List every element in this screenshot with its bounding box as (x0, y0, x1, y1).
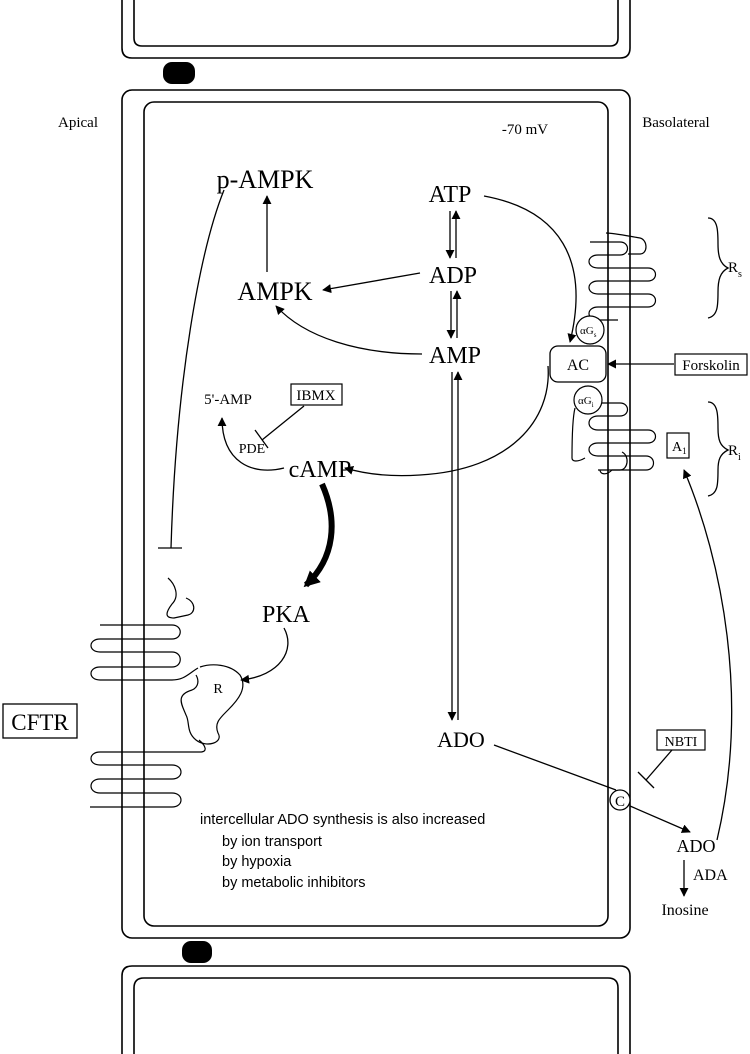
ibmx-label-box: IBMX (290, 383, 343, 406)
tight-junction-bottom (182, 941, 212, 963)
a1-label-box: A1 (666, 432, 690, 459)
camp-to-pka-arrow (303, 482, 335, 588)
pde-label: PDE (239, 442, 265, 457)
basolateral-label: Basolateral (642, 115, 709, 131)
ada-label: ADA (693, 867, 728, 884)
p-ampk-inhibits-cftr (170, 189, 225, 549)
nbti-inhibits-transporter (645, 749, 673, 781)
gs-alpha-subunit: αGs (575, 315, 605, 345)
rs-receptor (588, 232, 657, 321)
upper-neighbor-cell (121, 0, 631, 59)
transporter-label: C (615, 794, 625, 810)
five-amp-label: 5'-AMP (204, 392, 252, 408)
cftr-channel: R (90, 577, 244, 808)
ado-to-transporter-line (493, 744, 617, 791)
transporter-to-ado-arrow (629, 805, 691, 833)
svg-text:αGi: αGi (578, 395, 594, 409)
lower-neighbor-cell (121, 965, 631, 1054)
cftr-label-box: CFTR (2, 703, 78, 739)
ibmx-label: IBMX (296, 388, 335, 404)
ado-to-a1-arrow (683, 469, 733, 841)
membrane-potential-label: -70 mV (502, 122, 548, 138)
note-line-2: by ion transport (222, 834, 322, 850)
atp-to-ac-arrow (483, 195, 577, 343)
svg-text:αGs: αGs (580, 325, 597, 339)
amp-label: AMP (429, 343, 481, 369)
nbti-label-box: NBTI (656, 729, 706, 751)
adenylyl-cyclase: AC (549, 345, 607, 383)
note-line-3: by hypoxia (222, 854, 292, 870)
nbti-inhibition-bar (637, 771, 655, 789)
forskolin-label-box: Forskolin (674, 353, 748, 376)
ado-outside-label: ADO (677, 836, 716, 856)
ri-bracket (707, 401, 730, 497)
epithelial-cell (121, 89, 631, 939)
cftr-label: CFTR (11, 710, 69, 735)
ri-label: Ri (728, 443, 741, 463)
tight-junction-top (163, 62, 195, 84)
ibmx-inhibition-bar (254, 429, 269, 449)
rs-bracket (707, 217, 730, 319)
svg-text:A1: A1 (672, 440, 687, 456)
ac-label: AC (567, 357, 589, 374)
camp-to-5-amp-arrow (217, 417, 285, 471)
ac-to-camp-arrow (344, 365, 549, 477)
amp-to-ampk-arrow (275, 305, 423, 355)
pka-label: PKA (262, 602, 311, 628)
camp-label: cAMP (289, 457, 352, 483)
note-line-4: by metabolic inhibitors (222, 875, 365, 891)
apical-label: Apical (58, 115, 98, 131)
r-domain-label: R (213, 682, 223, 697)
adenosine-synthesis-note: intercellular ADO synthesis is also incr… (200, 812, 485, 891)
ampk-label: AMPK (237, 277, 312, 306)
pka-to-r-domain-arrow (240, 627, 289, 684)
forskolin-label: Forskolin (682, 358, 740, 374)
gi-alpha-subunit: αGi (573, 385, 603, 415)
note-line-1: intercellular ADO synthesis is also incr… (200, 812, 485, 828)
p-ampk-label: p-AMPK (217, 165, 314, 194)
adp-to-ampk-arrow (322, 272, 421, 294)
adp-label: ADP (429, 263, 477, 289)
ri-receptor (571, 402, 657, 475)
ado-inside-label: ADO (437, 727, 485, 752)
ibmx-inhibits-pde (261, 405, 305, 441)
rs-label: Rs (728, 260, 742, 280)
nbti-label: NBTI (665, 735, 698, 750)
inosine-label: Inosine (661, 902, 708, 919)
atp-label: ATP (429, 182, 472, 208)
nucleoside-transporter: C (609, 789, 631, 811)
